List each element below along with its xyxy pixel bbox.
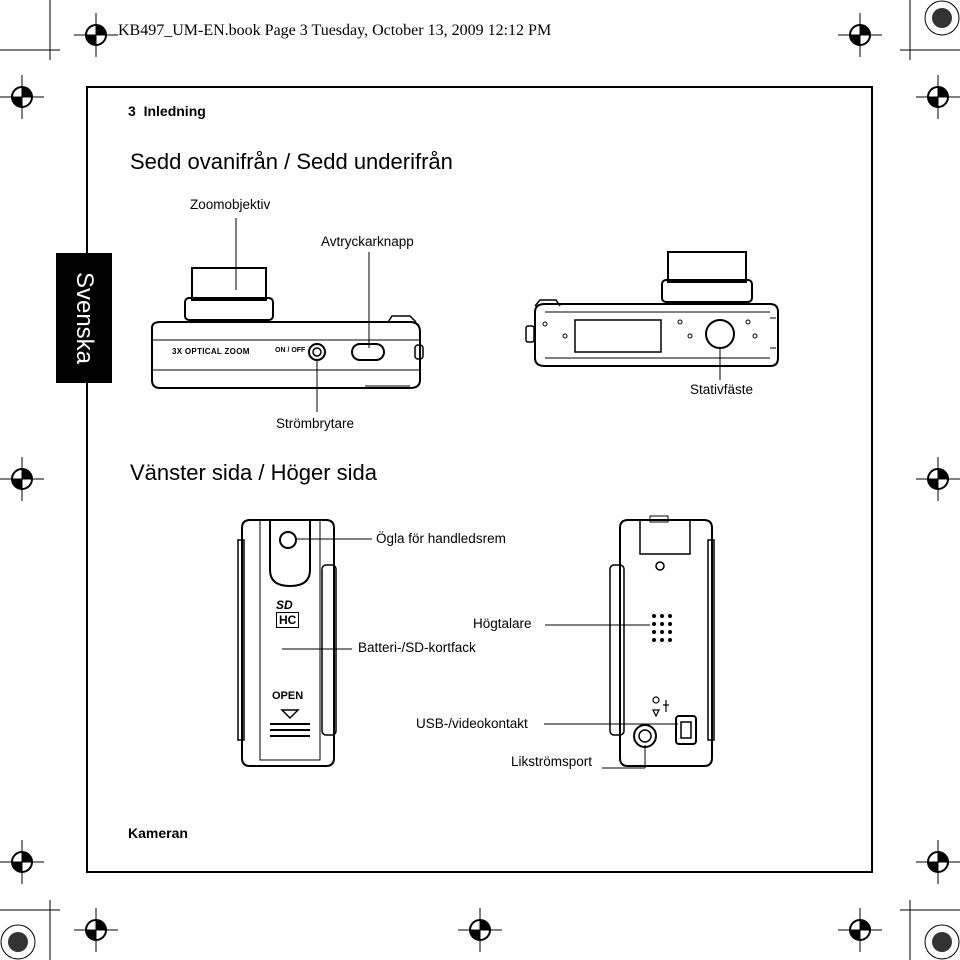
label-zoom-lens: Zoomobjektiv [190,197,271,212]
label-usb: USB-/videokontakt [416,716,528,731]
label-speaker: Högtalare [473,616,532,631]
page-number: 3 [128,103,136,119]
label-battery: Batteri-/SD-kortfack [358,640,476,655]
registration-mark-bottom-center [458,908,502,952]
camera-print-open: OPEN [272,690,304,702]
running-head: KB497_UM-EN.book Page 3 Tuesday, October… [118,22,552,39]
registration-mark-right-lower [916,840,960,884]
starburst-bottom-left [0,924,36,960]
registration-mark-top-right [838,13,882,57]
registration-mark-bottom-left [74,908,118,952]
starburst-top-right [924,0,960,36]
camera-print-sd: SD [276,598,293,612]
label-tripod: Stativfäste [690,382,754,397]
registration-mark-left-upper [0,75,44,119]
registration-mark-top-left [74,13,118,57]
label-strap: Ögla för handledsrem [376,531,506,546]
language-tab: Svenska [56,253,112,383]
page-header: 3 Inledning [128,103,206,119]
label-power: Strömbrytare [276,416,355,431]
heading-top-bottom: Sedd ovanifrån / Sedd underifrån [130,149,453,174]
registration-mark-left-middle [0,457,44,501]
camera-print-optical-zoom: 3X OPTICAL ZOOM [172,347,250,356]
registration-mark-left-lower [0,840,44,884]
camera-print-hc: HC [276,612,300,628]
registration-mark-bottom-right [838,908,882,952]
registration-mark-right-upper [916,75,960,119]
page-frame [86,86,873,873]
label-dc: Likströmsport [511,754,593,769]
camera-print-on-off: ON / OFF [275,347,306,354]
heading-left-right: Vänster sida / Höger sida [130,460,378,485]
footer-section: Kameran [128,825,188,841]
section-title: Inledning [143,103,206,119]
registration-mark-right-middle [916,457,960,501]
label-shutter: Avtryckarknapp [321,234,414,249]
starburst-bottom-right [924,924,960,960]
